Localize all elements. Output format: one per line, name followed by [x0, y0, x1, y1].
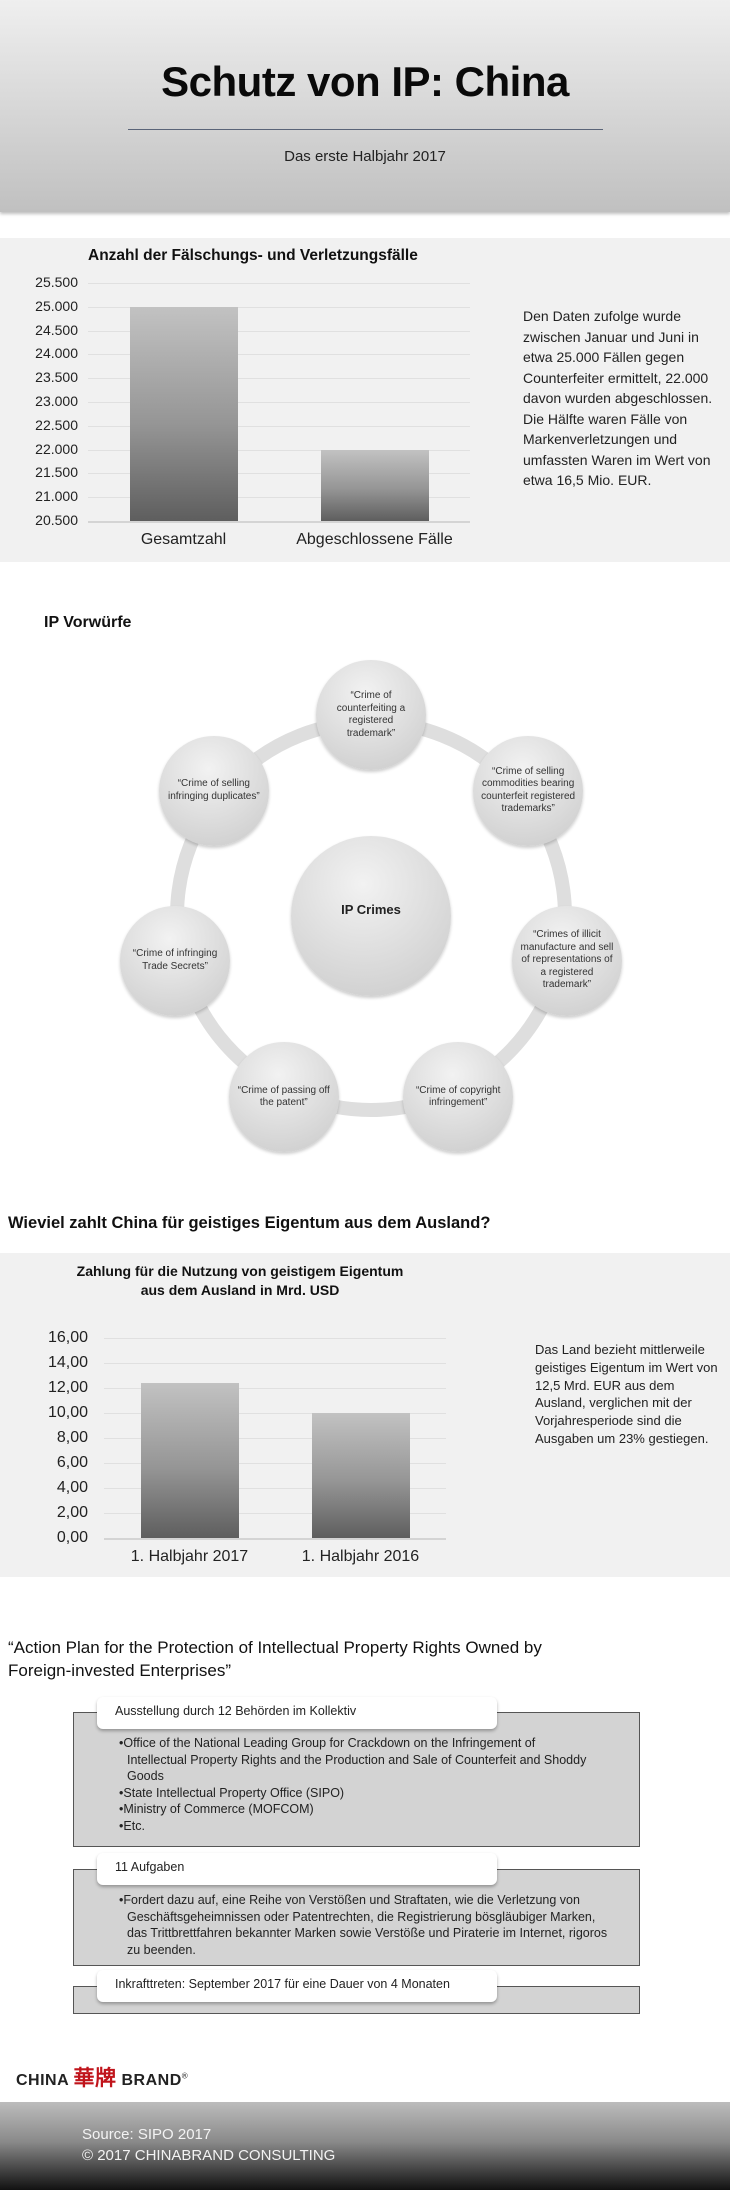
gridline — [88, 354, 470, 356]
logo-text-brand: BRAND — [121, 2072, 182, 2089]
x-category-label: Abgeschlossene Fälle — [296, 531, 453, 548]
y-tick-label: 10,00 — [47, 1404, 88, 1421]
y-tick-label: 6,00 — [56, 1454, 88, 1471]
y-tick-label: 22.500 — [35, 416, 78, 433]
action-box-tasks-label: 11 Aufgaben — [97, 1853, 497, 1885]
y-tick-label: 23.000 — [35, 393, 78, 409]
cases-chart-title: Anzahl der Fälschungs- und Verletzungsfä… — [88, 247, 418, 264]
gridline — [104, 1363, 446, 1364]
y-tick-label: 25.500 — [35, 274, 78, 290]
y-tick-label: 23.500 — [35, 369, 78, 386]
payments-chart-title-line2: aus dem Ausland in Mrd. USD — [140, 1282, 340, 1298]
ip-accusations-title: IP Vorwürfe — [44, 614, 132, 631]
gridline — [88, 425, 470, 427]
footer-source: Source: SIPO 2017 — [82, 2126, 212, 2143]
cases-description: Den Daten zufolge wurde zwischen Januar … — [523, 308, 713, 488]
authority-item: State Intellectual Property Office (SIPO… — [118, 1785, 593, 1802]
crime-node: “Crime of selling infringing duplicates” — [158, 735, 269, 846]
y-tick-label: 4,00 — [56, 1479, 88, 1496]
gridline — [88, 378, 470, 380]
payments-chart-title: Zahlung für die Nutzung von geistigem Ei… — [70, 1262, 410, 1300]
authority-item: Office of the National Leading Group for… — [118, 1735, 593, 1785]
bar — [129, 306, 238, 521]
center-node-ip-crimes: IP Crimes — [291, 836, 451, 996]
page-footer — [0, 2102, 730, 2190]
gridline — [104, 1438, 446, 1439]
y-tick-label: 25.000 — [35, 297, 78, 314]
footer-copyright: © 2017 CHINABRAND CONSULTING — [82, 2147, 336, 2164]
y-tick-label: 0,00 — [56, 1529, 88, 1546]
y-tick-label: 22.000 — [35, 440, 78, 457]
title-divider — [128, 129, 603, 130]
y-tick-label: 12,00 — [47, 1379, 88, 1396]
logo-chinese-characters: 華牌 — [73, 2065, 117, 2090]
gridline — [88, 283, 470, 284]
authority-item: Etc. — [118, 1818, 593, 1835]
crime-node: “Crime of passing off the patent” — [228, 1042, 339, 1153]
page-subtitle: Das erste Halbjahr 2017 — [284, 148, 446, 165]
page-title: Schutz von IP: China — [161, 58, 569, 105]
y-tick-label: 16,00 — [47, 1329, 88, 1346]
gridline — [104, 1488, 446, 1489]
action-plan-heading: “Action Plan for the Protection of Intel… — [8, 1638, 542, 1680]
y-tick-label: 14,00 — [47, 1354, 88, 1371]
authorities-list: Office of the National Leading Group for… — [118, 1735, 593, 1834]
bar — [140, 1383, 239, 1538]
logo-text-china: CHINA — [16, 2072, 69, 2089]
y-tick-label: 8,00 — [56, 1429, 88, 1446]
registered-mark: ® — [181, 2071, 189, 2081]
crime-node: “Crime of infringing Trade Secrets” — [120, 905, 231, 1016]
x-category-label: 1. Halbjahr 2017 — [130, 1548, 249, 1565]
crime-node: “Crime of copyright infringement” — [403, 1042, 514, 1153]
y-tick-label: 24.000 — [35, 345, 78, 362]
gridline — [88, 449, 470, 451]
crime-node: “Crimes of illicit manufacture and sell … — [511, 905, 622, 1016]
payments-description: Das Land bezieht mittlerweile geistiges … — [535, 1342, 718, 1446]
x-category-label: 1. Halbjahr 2016 — [301, 1548, 420, 1565]
y-tick-label: 20.500 — [35, 512, 78, 528]
y-tick-label: 24.500 — [35, 321, 78, 338]
gridline — [88, 497, 470, 499]
authority-item: Ministry of Commerce (MOFCOM) — [118, 1801, 593, 1818]
action-box-effective-label: Inkrafttreten: September 2017 für eine D… — [97, 1970, 497, 2002]
page-header — [0, 0, 730, 212]
y-tick-label: 21.500 — [35, 464, 78, 481]
y-tick-label: 21.000 — [35, 488, 78, 505]
gridline — [104, 1413, 446, 1414]
bar — [311, 1413, 410, 1538]
bar — [320, 449, 429, 521]
action-box-authorities-label: Ausstellung durch 12 Behörden im Kollekt… — [97, 1697, 497, 1729]
payments-chart-title-line1: Zahlung für die Nutzung von geistigem Ei… — [76, 1263, 404, 1279]
crime-node: “Crime of counterfeiting a registered tr… — [316, 660, 426, 770]
x-category-label: Gesamtzahl — [140, 531, 227, 548]
gridline — [88, 473, 470, 475]
x-axis-line — [88, 521, 470, 523]
gridline — [104, 1338, 446, 1339]
payments-heading: Wieviel zahlt China für geistiges Eigent… — [8, 1214, 491, 1232]
gridline — [88, 306, 470, 308]
gridline — [88, 402, 470, 403]
gridline — [104, 1388, 446, 1389]
chinabrand-logo: CHINA 華牌 BRAND® — [16, 2062, 188, 2092]
gridline — [88, 330, 470, 332]
gridline — [104, 1463, 446, 1464]
x-axis-line — [104, 1538, 446, 1540]
gridline — [104, 1513, 446, 1514]
tasks-list: Fordert dazu auf, eine Reihe von Verstöß… — [118, 1892, 608, 1958]
crime-node: “Crime of selling commodities bearing co… — [473, 735, 584, 846]
y-tick-label: 2,00 — [56, 1504, 88, 1521]
task-item: Fordert dazu auf, eine Reihe von Verstöß… — [118, 1892, 608, 1958]
